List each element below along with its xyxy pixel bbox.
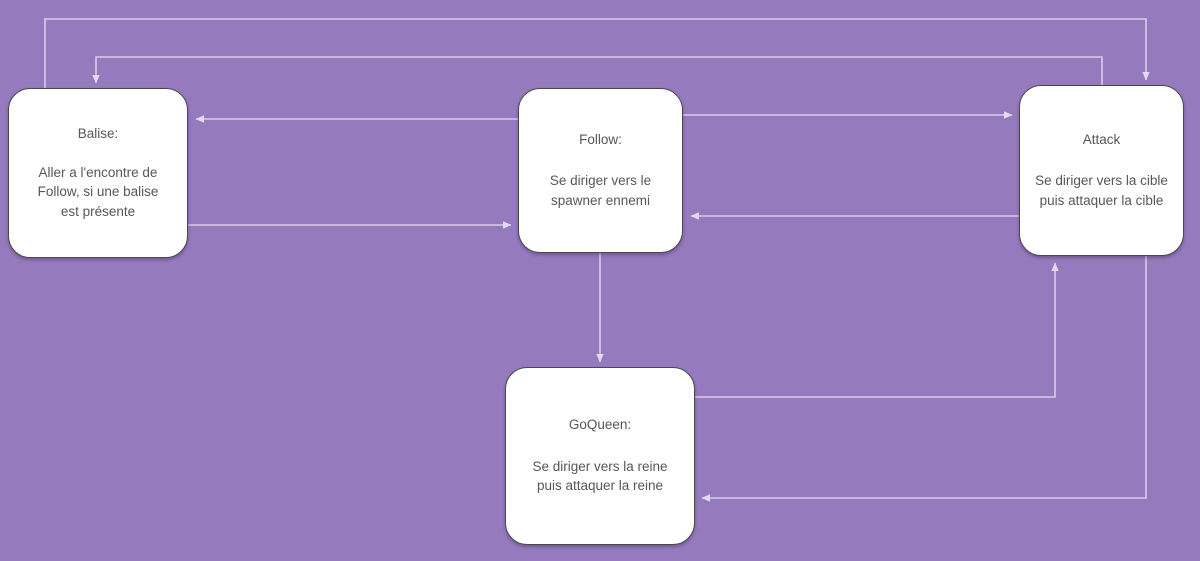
node-attack-title: Attack [1082,131,1121,147]
edge-balise-to-attack [44,18,1150,88]
node-balise[interactable]: Balise: Aller a l'encontre de Follow, si… [8,88,188,258]
node-attack-description: Se diriger vers la cible puis attaquer l… [1035,173,1168,208]
node-goqueen-description: Se diriger vers la reine puis attaquer l… [532,458,668,494]
node-balise-description: Aller a l'encontre de Follow, si une bal… [37,164,159,219]
node-follow-title: Follow: [579,131,622,147]
node-goqueen[interactable]: GoQueen: Se diriger vers la reine puis a… [505,367,695,545]
node-goqueen-title: GoQueen: [568,417,632,433]
node-balise-title: Balise: [77,125,119,141]
node-follow-description: Se diriger vers le spawner ennemi [549,173,652,208]
node-attack[interactable]: Attack Se diriger vers la cible puis att… [1019,85,1184,256]
edge-attack-to-goqueen [701,256,1147,502]
edge-goqueen-to-attack [695,262,1059,398]
node-follow[interactable]: Follow: Se diriger vers le spawner ennem… [518,88,683,253]
edge-attack-to-balise [92,56,1103,85]
